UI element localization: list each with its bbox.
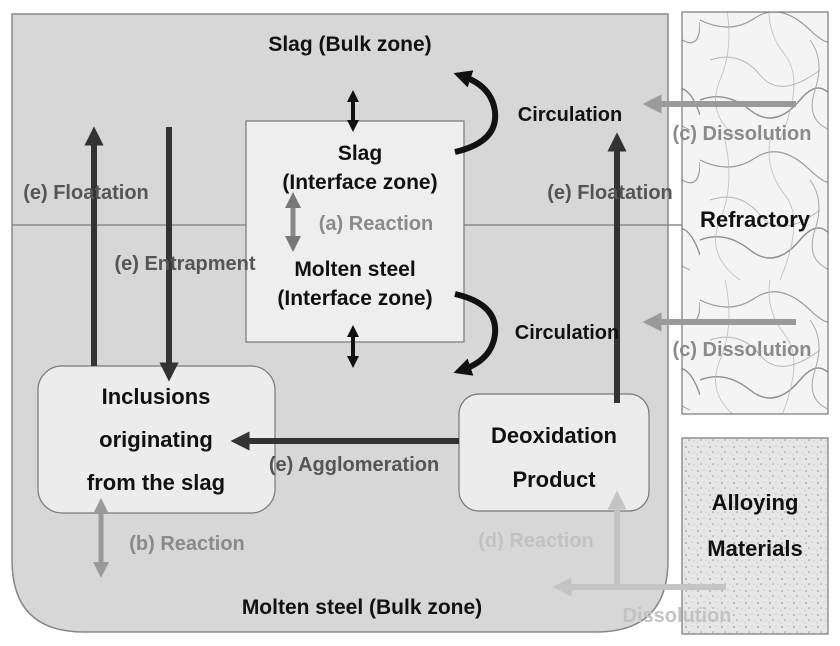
- steel-bulk-label: Molten steel (Bulk zone): [242, 596, 482, 619]
- inclusions-label-2: originating: [99, 427, 213, 452]
- deoxidation-label-1: Deoxidation: [491, 423, 617, 448]
- alloying-label-1: Alloying: [712, 490, 799, 515]
- alloying-label-2: Materials: [707, 536, 802, 561]
- inclusions-label-1: Inclusions: [102, 384, 211, 409]
- entrapment-label: (e) Entrapment: [114, 253, 255, 275]
- dissolution-top-label: (c) Dissolution: [673, 123, 812, 145]
- slag-interface-sub-label: (Interface zone): [282, 171, 437, 194]
- slag-interface-label: Slag: [338, 142, 382, 165]
- steel-interface-label: Molten steel: [294, 258, 415, 281]
- dissolution-alloy-label: Dissolution: [623, 605, 732, 627]
- circulation-bottom-label: Circulation: [515, 322, 619, 344]
- refractory-panel: [681, 11, 829, 415]
- reaction-a-label: (a) Reaction: [319, 213, 433, 235]
- agglomeration-label: (e) Agglomeration: [269, 454, 439, 476]
- slag-bulk-label: Slag (Bulk zone): [268, 33, 431, 56]
- circulation-top-label: Circulation: [518, 104, 622, 126]
- reaction-b-label: (b) Reaction: [129, 533, 245, 555]
- alloying-panel: [681, 437, 829, 635]
- floatation-right-label: (e) Floatation: [547, 182, 673, 204]
- steel-interface-sub-label: (Interface zone): [277, 287, 432, 310]
- inclusions-label-3: from the slag: [87, 470, 225, 495]
- circulation-top-arrow: [453, 70, 499, 155]
- dissolution-bottom-label: (c) Dissolution: [673, 339, 812, 361]
- floatation-left-label: (e) Floatation: [23, 182, 149, 204]
- circulation-bottom-arrow: [453, 291, 499, 376]
- interface-box: [245, 120, 465, 343]
- deoxidation-box: [458, 393, 650, 512]
- refractory-label: Refractory: [700, 207, 811, 232]
- reaction-d-label: (d) Reaction: [478, 530, 594, 552]
- deoxidation-label-2: Product: [512, 467, 596, 492]
